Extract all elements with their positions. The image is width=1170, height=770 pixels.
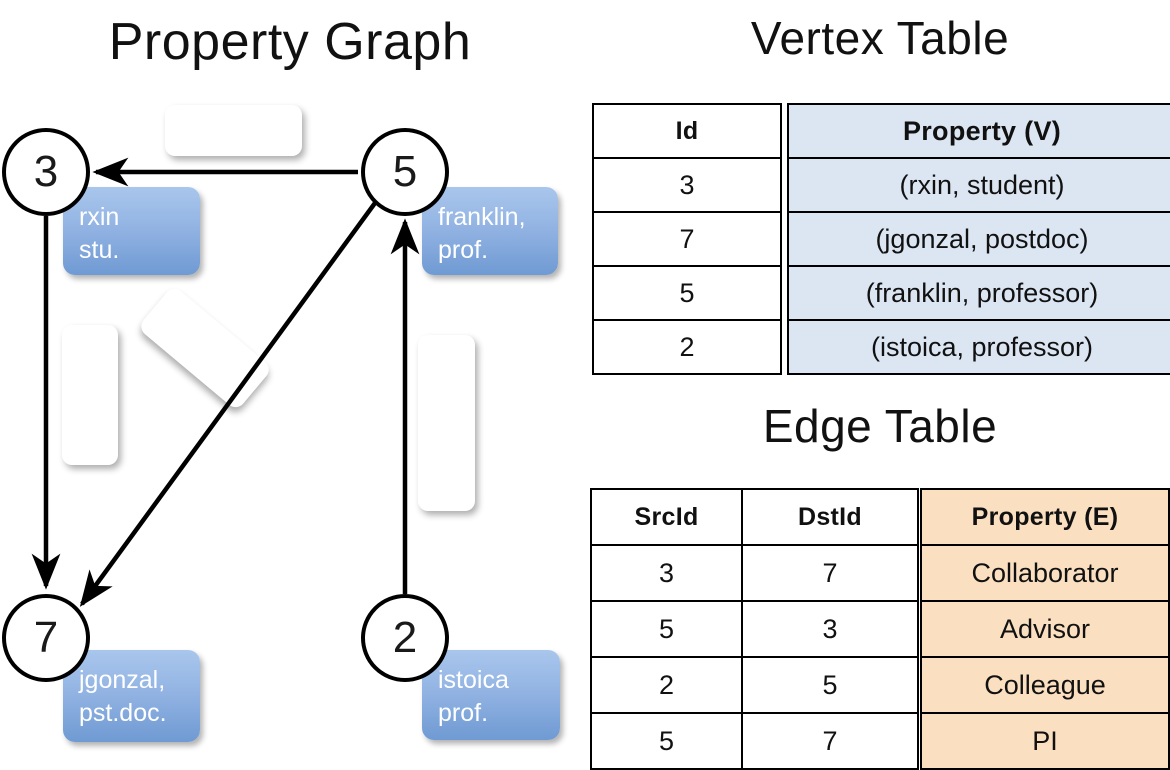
edge-5-to-7	[79, 201, 377, 607]
edge-table-header-row: SrcId DstId Property (E)	[590, 488, 1170, 546]
table-row: 7 (jgonzal, postdoc)	[592, 211, 1170, 267]
edge-label-colleague-text: Colleague	[431, 362, 462, 484]
edge-table-column-gap	[918, 545, 921, 601]
table-row: 3 (rxin, student)	[592, 157, 1170, 213]
vertex-callout-7: jgonzal, pst.doc.	[63, 650, 200, 742]
vertex-id-cell: 3	[592, 157, 782, 213]
edge-table-header-dstid: DstId	[741, 488, 919, 546]
edge-table-header-srcid: SrcId	[590, 488, 743, 546]
vertex-table-column-gap	[781, 158, 788, 212]
edge-src-cell: 3	[590, 544, 743, 602]
vertex-table-header-id: Id	[592, 103, 782, 159]
vertex-property-cell: (istoica, professor)	[787, 319, 1170, 375]
edge-table-column-gap	[918, 489, 921, 545]
vertex-id-cell: 7	[592, 211, 782, 267]
vertex-table-column-gap	[781, 320, 788, 374]
vertex-table-column-gap	[781, 104, 788, 158]
table-row: 2 5 Colleague	[590, 656, 1170, 714]
table-row: 5 7 PI	[590, 712, 1170, 770]
vertex-property-cell: (franklin, professor)	[787, 265, 1170, 321]
edge-dst-cell: 3	[741, 600, 919, 658]
vertex-id-cell: 5	[592, 265, 782, 321]
vertex-callout-5: franklin, prof.	[422, 187, 558, 275]
vertex-table-header-row: Id Property (V)	[592, 103, 1170, 159]
table-row: 2 (istoica, professor)	[592, 319, 1170, 375]
edge-property-cell: PI	[920, 712, 1170, 770]
edge-label-colleague[interactable]: Colleague	[418, 335, 475, 511]
edge-table-column-gap	[918, 657, 921, 713]
edge-src-cell: 2	[590, 656, 743, 714]
property-graph-diagram: Advisor Collab. PI Colleague rxin stu. f…	[0, 0, 585, 760]
table-row: 5 (franklin, professor)	[592, 265, 1170, 321]
vertex-table-column-gap	[781, 266, 788, 320]
edge-dst-cell: 7	[741, 544, 919, 602]
edge-label-advisor-text: Advisor	[188, 115, 279, 146]
vertex-property-cell: (jgonzal, postdoc)	[787, 211, 1170, 267]
vertex-callout-2: istoica prof.	[422, 650, 560, 740]
page-title-property-graph: Property Graph	[108, 13, 472, 71]
edge-dst-cell: 5	[741, 656, 919, 714]
graph-node-3[interactable]: 3	[2, 128, 90, 216]
page-title-edge-table: Edge Table	[762, 400, 998, 452]
vertex-table-column-gap	[781, 212, 788, 266]
graph-edge-arrows	[31, 157, 420, 607]
edge-property-cell: Collaborator	[920, 544, 1170, 602]
edge-table-column-gap	[918, 601, 921, 657]
edge-src-cell: 5	[590, 712, 743, 770]
edge-label-pi-text: PI	[185, 328, 225, 368]
edge-table-header-property: Property (E)	[920, 488, 1170, 546]
edge-src-cell: 5	[590, 600, 743, 658]
page-title-vertex-table: Vertex Table	[750, 12, 1010, 64]
edge-property-cell: Colleague	[920, 656, 1170, 714]
vertex-property-cell: (rxin, student)	[787, 157, 1170, 213]
edge-label-collab-text: Collab.	[75, 352, 106, 438]
table-row: 3 7 Collaborator	[590, 544, 1170, 602]
edge-label-collab[interactable]: Collab.	[62, 325, 118, 465]
edge-table-column-gap	[918, 713, 921, 769]
edge-dst-cell: 7	[741, 712, 919, 770]
table-row: 5 3 Advisor	[590, 600, 1170, 658]
vertex-table-header-property: Property (V)	[787, 103, 1170, 159]
graph-node-7[interactable]: 7	[2, 594, 90, 682]
edge-property-cell: Advisor	[920, 600, 1170, 658]
vertex-id-cell: 2	[592, 319, 782, 375]
edge-label-advisor[interactable]: Advisor	[165, 105, 302, 156]
graph-node-2[interactable]: 2	[361, 594, 449, 682]
graph-node-5[interactable]: 5	[361, 128, 449, 216]
vertex-callout-3: rxin stu.	[63, 187, 200, 275]
edge-table: SrcId DstId Property (E) 3 7 Collaborato…	[590, 488, 1170, 770]
vertex-table: Id Property (V) 3 (rxin, student) 7 (jgo…	[592, 103, 1170, 375]
